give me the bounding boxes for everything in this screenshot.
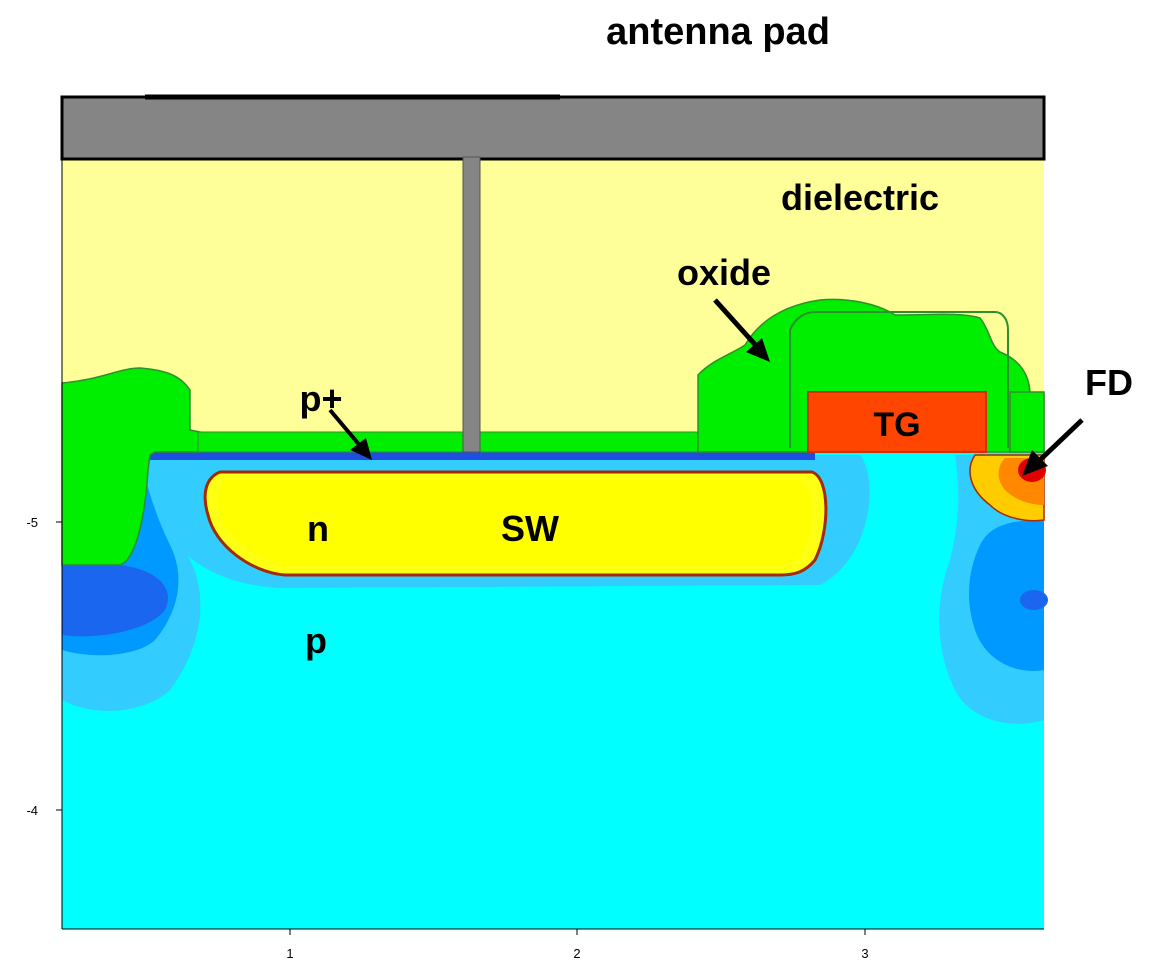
oxide-surface-strip [197,431,701,453]
doping-contour-right-core [1020,590,1048,610]
x-tick-label-3: 3 [861,946,868,961]
doping-contour-left-core [62,565,168,637]
p-label: p [305,620,327,661]
fd-label: FD [1085,362,1133,403]
fd-arrow [1022,418,1084,476]
n-label: n [307,508,329,549]
doping-contour-right-inner [968,520,1044,671]
oxide-right-sti [1009,391,1045,453]
x-tick-label-2: 2 [573,946,580,961]
transfer-gate [807,391,987,453]
p-plus-layer [150,451,815,460]
antenna-pad-label: antenna pad [606,11,830,53]
oxide-label: oxide [677,252,771,293]
metal-via [462,156,481,453]
oxide-left-sti [61,367,201,566]
y-tick-label-2: -4 [26,803,38,818]
gate-spacer-outline [789,311,1009,448]
dielectric-label: dielectric [781,177,939,218]
tg-label: TG [873,406,920,444]
p-plus-arrow [328,408,372,460]
storage-well-core [217,480,812,566]
p-plus-label: p+ [299,378,342,419]
oxide-arrow [713,298,770,362]
y-tick-label-1: -5 [26,515,38,530]
sw-label: SW [501,508,559,549]
antenna-pad-metal [60,95,1046,161]
x-tick-label-1: 1 [286,946,293,961]
